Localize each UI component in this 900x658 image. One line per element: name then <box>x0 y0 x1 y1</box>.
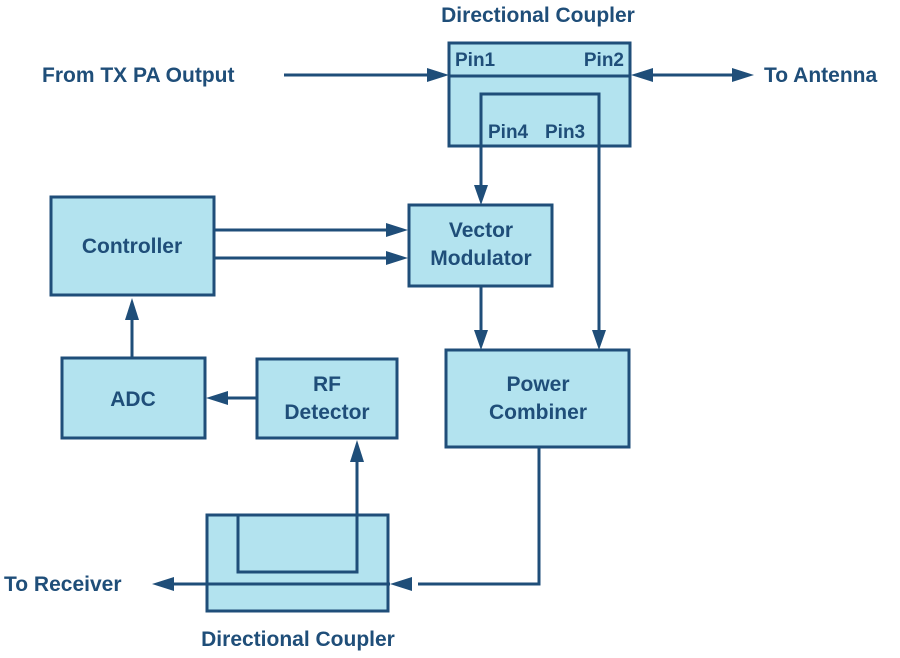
antenna-arrow-right <box>732 68 754 82</box>
pin3-label: Pin3 <box>545 122 585 143</box>
bottom-directional-coupler <box>205 513 390 613</box>
tx-input-label: From TX PA Output <box>42 64 234 87</box>
receiver-label: To Receiver <box>4 573 122 596</box>
vector-modulator-block <box>407 203 554 288</box>
tx-input-arrow <box>427 68 449 82</box>
top-coupler-title: Directional Coupler <box>441 4 635 27</box>
power-combiner-label-2: Combiner <box>489 401 587 424</box>
pin1-label: Pin1 <box>455 50 496 71</box>
combiner-to-coupler-arrow <box>390 577 412 591</box>
pin4-arrow <box>474 185 488 205</box>
control-arrow-1 <box>386 223 408 237</box>
coupler-to-detector-arrow <box>350 440 364 462</box>
control-arrow-2 <box>386 251 408 265</box>
combiner-to-coupler-line <box>418 447 541 586</box>
antenna-label: To Antenna <box>764 64 877 87</box>
pin4-label: Pin4 <box>488 122 529 143</box>
power-combiner-block <box>444 348 631 449</box>
coupled-line-bottom <box>236 460 359 574</box>
rf-detector-label-2: Detector <box>284 401 369 424</box>
adc-block <box>60 356 207 440</box>
vm-to-combiner-arrow <box>474 330 488 350</box>
rf-detector-label-1: RF <box>313 373 341 396</box>
coupled-line-top <box>479 92 601 330</box>
receiver-arrow <box>152 577 174 591</box>
rf-detector-block <box>255 357 399 440</box>
detector-to-adc-arrow <box>206 391 228 405</box>
adc-to-controller-arrow <box>125 298 139 320</box>
pin2-label: Pin2 <box>584 50 624 71</box>
vector-modulator-label-2: Modulator <box>430 247 531 270</box>
antenna-arrow-left <box>631 68 653 82</box>
controller-label: Controller <box>82 235 182 258</box>
power-combiner-label-1: Power <box>506 373 569 396</box>
pin3-to-combiner-arrow <box>592 330 606 350</box>
bottom-coupler-title: Directional Coupler <box>201 628 395 651</box>
controller-block <box>49 195 216 297</box>
adc-label: ADC <box>110 388 156 411</box>
vector-modulator-label-1: Vector <box>449 219 513 242</box>
